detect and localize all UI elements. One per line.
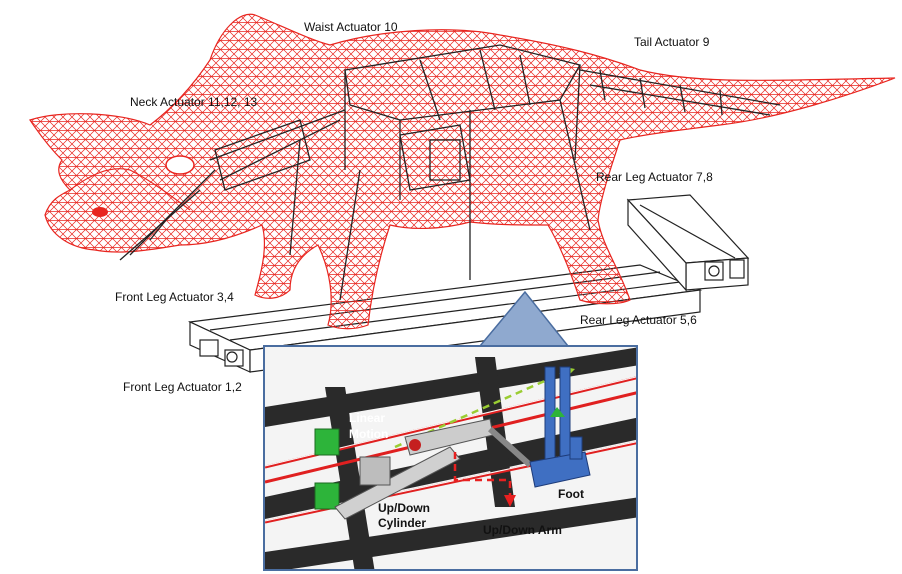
skeleton-frame <box>119 44 781 301</box>
leg-mechanism-inset: Linear Motion Up/Down Cylinder Foot Up/D… <box>263 345 638 571</box>
label-front-leg-actuator-34: Front Leg Actuator 3,4 <box>115 290 234 304</box>
label-tail-actuator: Tail Actuator 9 <box>634 35 710 49</box>
label-neck-actuator: Neck Actuator 11,12, 13 <box>130 95 258 109</box>
rear-frame <box>626 194 750 292</box>
label-front-leg-actuator-12: Front Leg Actuator 1,2 <box>123 380 242 394</box>
label-updown-cylinder-2: Cylinder <box>378 516 427 530</box>
label-updown-cylinder-1: Up/Down <box>378 501 430 515</box>
label-waist-actuator: Waist Actuator 10 <box>304 20 398 34</box>
leg-mechanism-drawing <box>265 347 636 569</box>
triceratops-mesh <box>29 13 896 330</box>
label-linear-motion-1: Linear <box>349 411 386 425</box>
label-rear-leg-actuator-56: Rear Leg Actuator 5,6 <box>580 313 697 327</box>
label-foot: Foot <box>558 487 584 501</box>
label-rear-leg-actuator-78: Rear Leg Actuator 7,8 <box>596 170 713 184</box>
label-linear-motion-2: Motion <box>349 427 389 441</box>
label-updown-arm: Up/Down Arm <box>483 523 562 537</box>
